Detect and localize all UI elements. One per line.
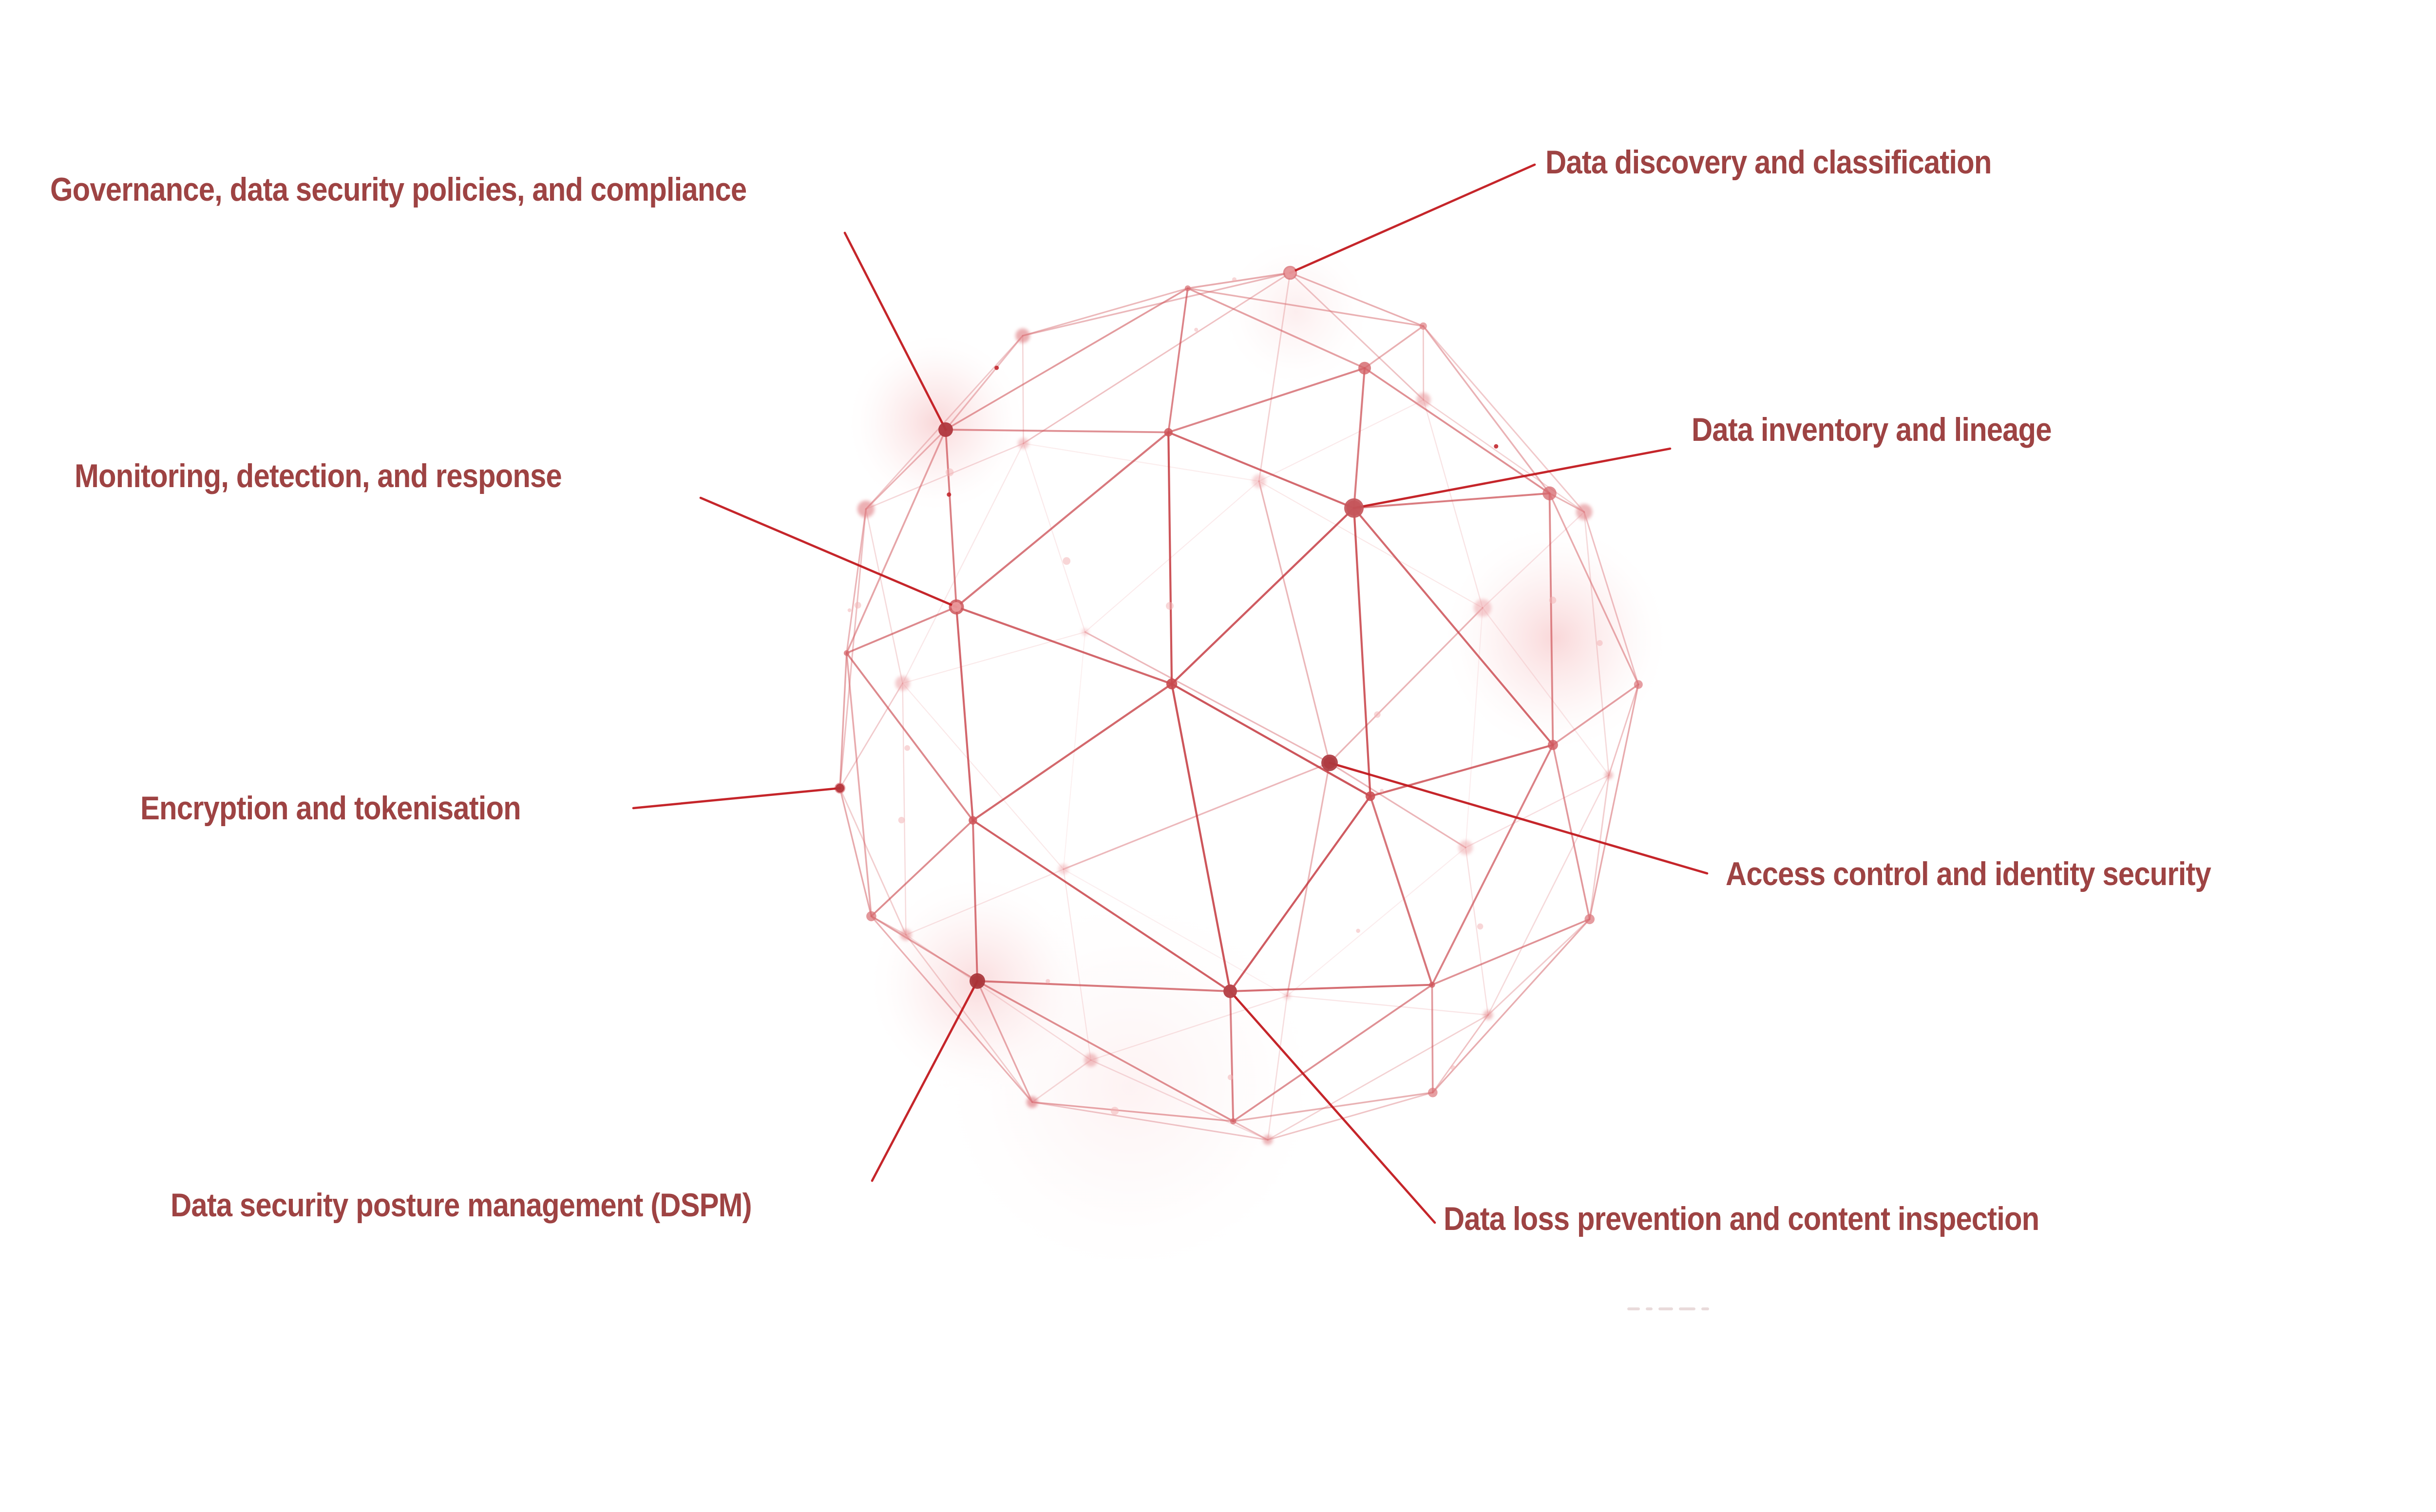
leader-line-data-discovery xyxy=(1289,163,1536,274)
watermark-mark xyxy=(1627,1307,1640,1310)
label-dspm: Data security posture management (DSPM) xyxy=(171,1187,752,1224)
watermark-artifact xyxy=(1627,1307,1709,1310)
anchor-node-access-control xyxy=(1321,755,1338,771)
label-data-discovery: Data discovery and classification xyxy=(1545,144,1992,181)
mesh-edges xyxy=(839,272,1639,1141)
anchor-node-data-loss-prevention xyxy=(1223,984,1237,998)
mesh-nodes-back xyxy=(857,328,1613,1145)
label-monitoring: Monitoring, detection, and response xyxy=(75,457,562,494)
anchor-node-data-inventory xyxy=(1344,498,1364,518)
anchor-node-dspm xyxy=(970,973,985,989)
leader-line-access-control xyxy=(1328,761,1709,875)
leader-line-data-inventory xyxy=(1352,447,1672,510)
leader-line-dspm xyxy=(871,980,979,1182)
watermark-mark xyxy=(1658,1307,1673,1310)
sprinkle-dots xyxy=(847,277,1603,1115)
watermark-mark xyxy=(1701,1307,1709,1310)
anchor-node-monitoring xyxy=(952,602,961,612)
anchor-node-encryption xyxy=(836,784,844,793)
leader-line-data-loss-prevention xyxy=(1229,990,1436,1224)
leader-line-governance xyxy=(843,231,947,431)
leader-line-encryption xyxy=(632,787,841,810)
watermark-mark xyxy=(1646,1307,1653,1310)
label-governance: Governance, data security policies, and … xyxy=(50,171,747,208)
leader-line-monitoring xyxy=(699,496,958,608)
label-encryption: Encryption and tokenisation xyxy=(140,790,521,827)
anchor-node-governance xyxy=(938,422,953,437)
label-access-control: Access control and identity security xyxy=(1726,855,2211,892)
label-data-inventory: Data inventory and lineage xyxy=(1692,411,2052,448)
anchor-node-data-discovery xyxy=(1285,267,1295,278)
label-data-loss-prevention: Data loss prevention and content inspect… xyxy=(1444,1200,2039,1237)
watermark-mark xyxy=(1679,1307,1695,1310)
leader-lines xyxy=(632,163,1709,1224)
